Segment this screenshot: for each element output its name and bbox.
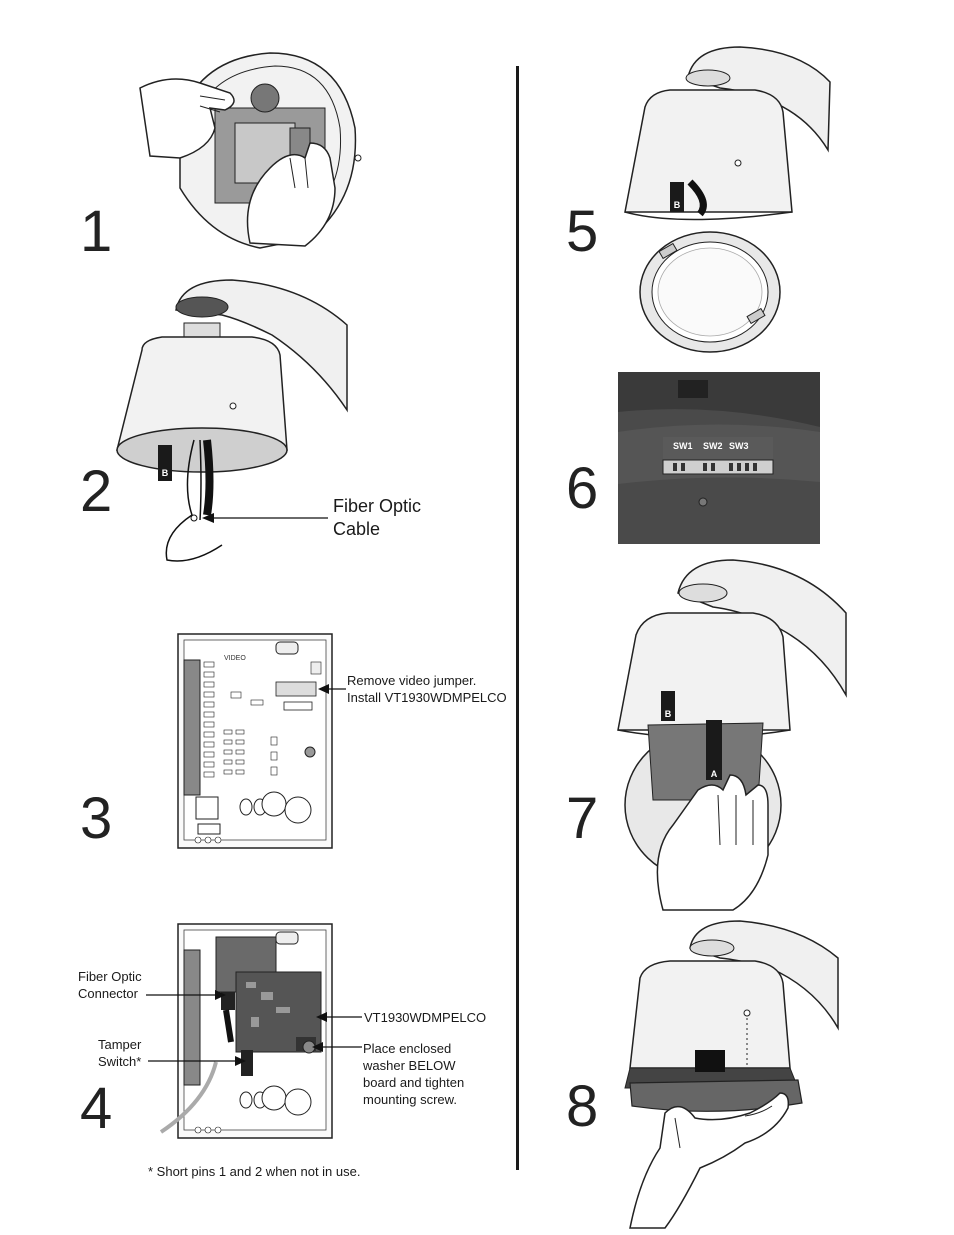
place-washer-line-1: Place enclosed — [363, 1041, 452, 1056]
place-washer-line-2: washer BELOW — [363, 1058, 456, 1073]
fiber-optic-connector-label: Fiber Optic Connector — [78, 968, 142, 1002]
fiber-optic-cable-label: Fiber Optic Cable — [333, 495, 421, 541]
step-8-illustration — [624, 920, 839, 1229]
remove-jumper-label: Remove video jumper. Install VT1930WDMPE… — [347, 672, 507, 706]
step-number-5: 5 — [566, 199, 599, 264]
place-washer-line-3: board and tighten — [363, 1075, 465, 1090]
fiber-optic-connector-line-1: Fiber Optic — [78, 969, 142, 984]
step-number-7: 7 — [566, 786, 599, 851]
remove-jumper-arrow — [318, 684, 346, 694]
place-washer-label: Place enclosed washer BELOW board and ti… — [363, 1040, 464, 1108]
step-1-illustration — [139, 52, 362, 249]
step-5-illustration: B — [624, 46, 831, 353]
b-marker-5: B — [674, 200, 681, 210]
step-3-board-illustration: VIDEO — [177, 633, 333, 849]
b-marker-2: B — [162, 468, 169, 478]
step-2-illustration: B — [116, 279, 348, 562]
tamper-switch-arrow — [148, 1056, 246, 1066]
fiber-optic-cable-arrow — [202, 513, 328, 523]
column-divider — [516, 66, 519, 1170]
module-name-label: VT1930WDMPELCO — [364, 1010, 487, 1025]
module-name-arrow — [316, 1012, 362, 1022]
step-number-2: 2 — [80, 459, 113, 524]
tamper-switch-line-1: Tamper — [98, 1037, 142, 1052]
step-number-1: 1 — [80, 199, 113, 264]
tamper-switch-line-2: Switch* — [98, 1054, 142, 1069]
sw1-label: SW1 — [673, 441, 693, 451]
step-6-illustration: SW1 SW2 SW3 — [618, 372, 820, 544]
sw3-label: SW3 — [729, 441, 749, 451]
board-video-label: VIDEO — [224, 655, 246, 662]
step-number-3: 3 — [80, 786, 113, 851]
step-number-8: 8 — [566, 1074, 599, 1139]
step-7-illustration: B A — [617, 559, 847, 911]
fiber-optic-connector-line-2: Connector — [78, 986, 138, 1001]
place-washer-line-4: mounting screw. — [363, 1092, 457, 1107]
remove-jumper-line-2: Install VT1930WDMPELCO — [347, 690, 507, 705]
a-marker-7: A — [711, 769, 718, 779]
step-4-board-illustration — [159, 923, 333, 1139]
fiber-optic-cable-line-2: Cable — [333, 519, 381, 539]
fiber-optic-cable-line-1: Fiber Optic — [333, 496, 422, 516]
remove-jumper-line-1: Remove video jumper. — [347, 673, 477, 688]
b-marker-7: B — [665, 709, 672, 719]
step-number-4: 4 — [80, 1076, 113, 1141]
footnote: * Short pins 1 and 2 when not in use. — [148, 1164, 361, 1179]
fiber-optic-connector-arrow — [146, 990, 226, 1000]
place-washer-arrow — [312, 1042, 362, 1052]
sw2-label: SW2 — [703, 441, 723, 451]
tamper-switch-label: Tamper Switch* — [98, 1036, 141, 1070]
step-number-6: 6 — [566, 456, 599, 521]
